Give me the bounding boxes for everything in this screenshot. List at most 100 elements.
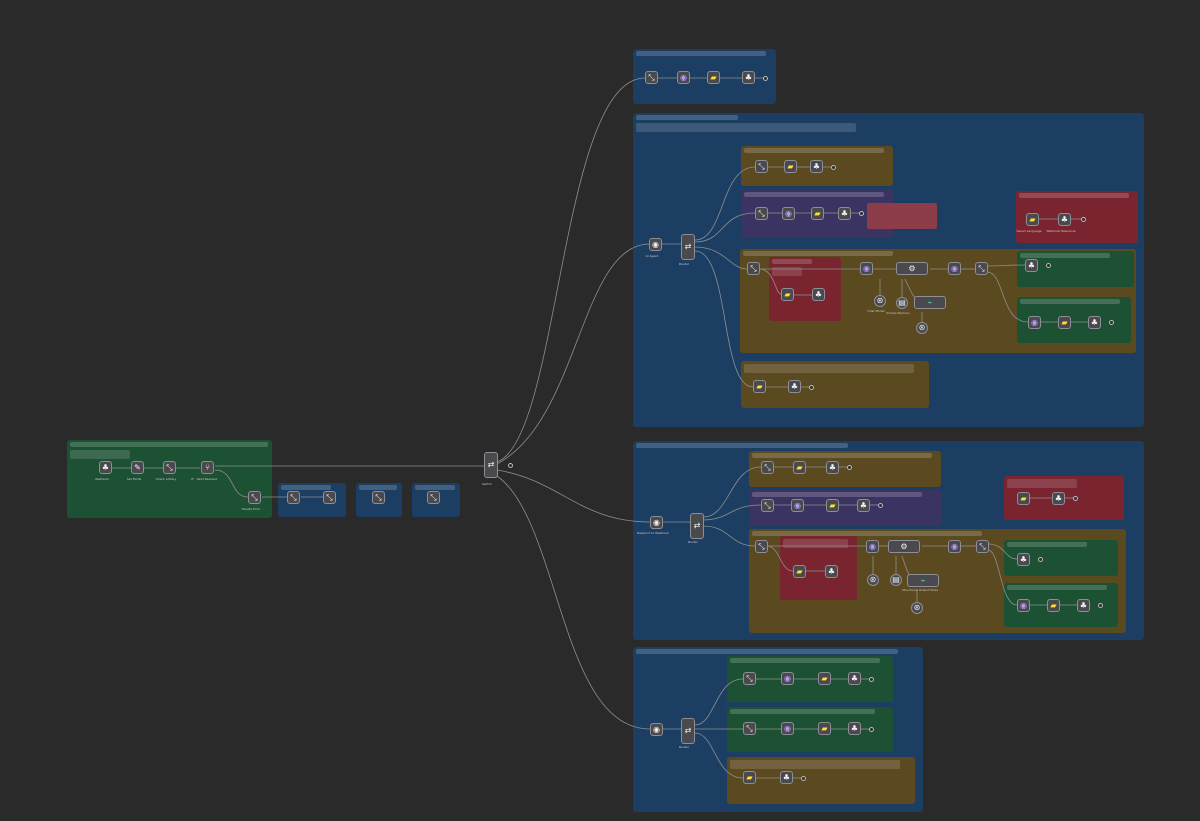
sticky-note-1h[interactable] bbox=[741, 361, 929, 408]
top-ai-node[interactable]: ◉ bbox=[677, 71, 690, 84]
output-handle[interactable] bbox=[1098, 603, 1103, 608]
s1c-respond-node[interactable]: ♣ bbox=[1058, 213, 1071, 226]
s1d-ai-node[interactable]: ◉ bbox=[860, 262, 873, 275]
handle-error-node[interactable]: ⤡ bbox=[248, 491, 261, 504]
s3a-code-node[interactable]: ⤡ bbox=[743, 672, 756, 685]
s1b-select-node[interactable]: ▰ bbox=[811, 207, 824, 220]
s1d-parser[interactable]: ⌁ bbox=[914, 296, 946, 309]
s1g-respond-node[interactable]: ♣ bbox=[1088, 316, 1101, 329]
s2-ai-agent-node[interactable]: ◉ bbox=[650, 516, 663, 529]
s1d-agent-node[interactable]: ⚙ bbox=[896, 262, 928, 275]
s3b-ai-node[interactable]: ◉ bbox=[781, 722, 794, 735]
s3-router-node[interactable]: ⇄ bbox=[681, 718, 695, 744]
s2f-respond-node[interactable]: ♣ bbox=[1017, 553, 1030, 566]
s1c-select-node[interactable]: ▰ bbox=[1026, 213, 1039, 226]
s2d-ai-node-2[interactable]: ◉ bbox=[948, 540, 961, 553]
output-handle[interactable] bbox=[831, 165, 836, 170]
s1-ai-agent-node[interactable]: ◉ bbox=[649, 238, 662, 251]
top-set-node[interactable]: ⤡ bbox=[645, 71, 658, 84]
s2c-respond-node[interactable]: ♣ bbox=[1052, 492, 1065, 505]
s2e-select-node[interactable]: ▰ bbox=[793, 565, 806, 578]
s1e-select-node[interactable]: ▰ bbox=[781, 288, 794, 301]
s1d-ai-node-2[interactable]: ◉ bbox=[948, 262, 961, 275]
s1h-select-node[interactable]: ▰ bbox=[753, 380, 766, 393]
code-node-2[interactable]: ⤡ bbox=[323, 491, 336, 504]
output-handle[interactable] bbox=[1038, 557, 1043, 562]
s1e-respond-node[interactable]: ♣ bbox=[812, 288, 825, 301]
s1a-respond-node[interactable]: ♣ bbox=[810, 160, 823, 173]
output-handle[interactable] bbox=[859, 211, 864, 216]
s3b-code-node[interactable]: ⤡ bbox=[743, 722, 756, 735]
s1g-select-node[interactable]: ▰ bbox=[1058, 316, 1071, 329]
s2b-code-node[interactable]: ⤡ bbox=[761, 499, 774, 512]
s3c-select-node[interactable]: ▰ bbox=[743, 771, 756, 784]
s1a-code-node[interactable]: ⤡ bbox=[755, 160, 768, 173]
sticky-note-3c[interactable] bbox=[727, 757, 915, 804]
s2d-ai-node[interactable]: ◉ bbox=[866, 540, 879, 553]
s1a-select-node[interactable]: ▰ bbox=[784, 160, 797, 173]
s3a-respond-node[interactable]: ♣ bbox=[848, 672, 861, 685]
code-node-4[interactable]: ⤡ bbox=[427, 491, 440, 504]
s1h-respond-node[interactable]: ♣ bbox=[788, 380, 801, 393]
top-select-language-node[interactable]: ▰ bbox=[707, 71, 720, 84]
s2d-parser[interactable]: ⌁ bbox=[907, 574, 939, 587]
sticky-note-2b[interactable] bbox=[749, 490, 941, 526]
s3c-respond-node[interactable]: ♣ bbox=[780, 771, 793, 784]
s3b-respond-node[interactable]: ♣ bbox=[848, 722, 861, 735]
webhook-node[interactable]: ♣ bbox=[99, 461, 112, 474]
output-handle[interactable] bbox=[1081, 217, 1086, 222]
s2e-respond-node[interactable]: ♣ bbox=[825, 565, 838, 578]
output-handle[interactable] bbox=[1046, 263, 1051, 268]
s1d-chat-model[interactable]: ⊛ bbox=[874, 295, 886, 307]
s2a-code-node[interactable]: ⤡ bbox=[761, 461, 774, 474]
s2b-ai-node[interactable]: ◉ bbox=[791, 499, 804, 512]
top-respond-node[interactable]: ♣ bbox=[742, 71, 755, 84]
s2b-select-node[interactable]: ▰ bbox=[826, 499, 839, 512]
s1g-ai-node[interactable]: ◉ bbox=[1028, 316, 1041, 329]
s2g-select-node[interactable]: ▰ bbox=[1047, 599, 1060, 612]
output-handle[interactable] bbox=[1109, 320, 1114, 325]
output-handle[interactable] bbox=[763, 76, 768, 81]
s2d-agent-node[interactable]: ⚙ bbox=[888, 540, 920, 553]
set-fields-node[interactable]: ✎ bbox=[131, 461, 144, 474]
s2g-respond-node[interactable]: ♣ bbox=[1077, 599, 1090, 612]
s2a-respond-node[interactable]: ♣ bbox=[826, 461, 839, 474]
s2d-chat-model-2[interactable]: ⊛ bbox=[911, 602, 923, 614]
s2a-select-node[interactable]: ▰ bbox=[793, 461, 806, 474]
s1d-chat-model-2[interactable]: ⊛ bbox=[916, 322, 928, 334]
if-node[interactable]: ⑂ bbox=[201, 461, 214, 474]
s2b-respond-node[interactable]: ♣ bbox=[857, 499, 870, 512]
s2g-ai-node[interactable]: ◉ bbox=[1017, 599, 1030, 612]
output-handle[interactable] bbox=[869, 677, 874, 682]
s1d-memory[interactable]: ▤ bbox=[896, 297, 908, 309]
s2d-code-node-2[interactable]: ⤡ bbox=[976, 540, 989, 553]
s3b-select-node[interactable]: ▰ bbox=[818, 722, 831, 735]
s2c-select-node[interactable]: ▰ bbox=[1017, 492, 1030, 505]
s3a-select-node[interactable]: ▰ bbox=[818, 672, 831, 685]
s1b-code-node[interactable]: ⤡ bbox=[755, 207, 768, 220]
s2d-memory[interactable]: ▤ bbox=[890, 574, 902, 586]
output-handle[interactable] bbox=[869, 727, 874, 732]
s2d-chat-model[interactable]: ⊛ bbox=[867, 574, 879, 586]
s3a-ai-node[interactable]: ◉ bbox=[781, 672, 794, 685]
output-handle[interactable] bbox=[878, 503, 883, 508]
output-handle[interactable] bbox=[801, 776, 806, 781]
output-handle[interactable] bbox=[1073, 496, 1078, 501]
s2-router-node[interactable]: ⇄ bbox=[690, 513, 704, 539]
code-node-1[interactable]: ⤡ bbox=[287, 491, 300, 504]
s1b-ai-node[interactable]: ◉ bbox=[782, 207, 795, 220]
sticky-note-2e[interactable] bbox=[780, 536, 857, 600]
s1d-code-node-2[interactable]: ⤡ bbox=[975, 262, 988, 275]
main-switch-node[interactable]: ⇄ bbox=[484, 452, 498, 478]
sticky-note-2a[interactable] bbox=[749, 451, 941, 487]
output-handle[interactable] bbox=[809, 385, 814, 390]
s1f-respond-node[interactable]: ♣ bbox=[1025, 259, 1038, 272]
s2d-code-node[interactable]: ⤡ bbox=[755, 540, 768, 553]
output-handle[interactable] bbox=[508, 463, 513, 468]
s1d-code-node[interactable]: ⤡ bbox=[747, 262, 760, 275]
s3-ai-agent-node[interactable]: ◉ bbox=[650, 723, 663, 736]
sticky-note-intake[interactable] bbox=[67, 440, 272, 518]
code-node-3[interactable]: ⤡ bbox=[372, 491, 385, 504]
check-node[interactable]: ⤡ bbox=[163, 461, 176, 474]
